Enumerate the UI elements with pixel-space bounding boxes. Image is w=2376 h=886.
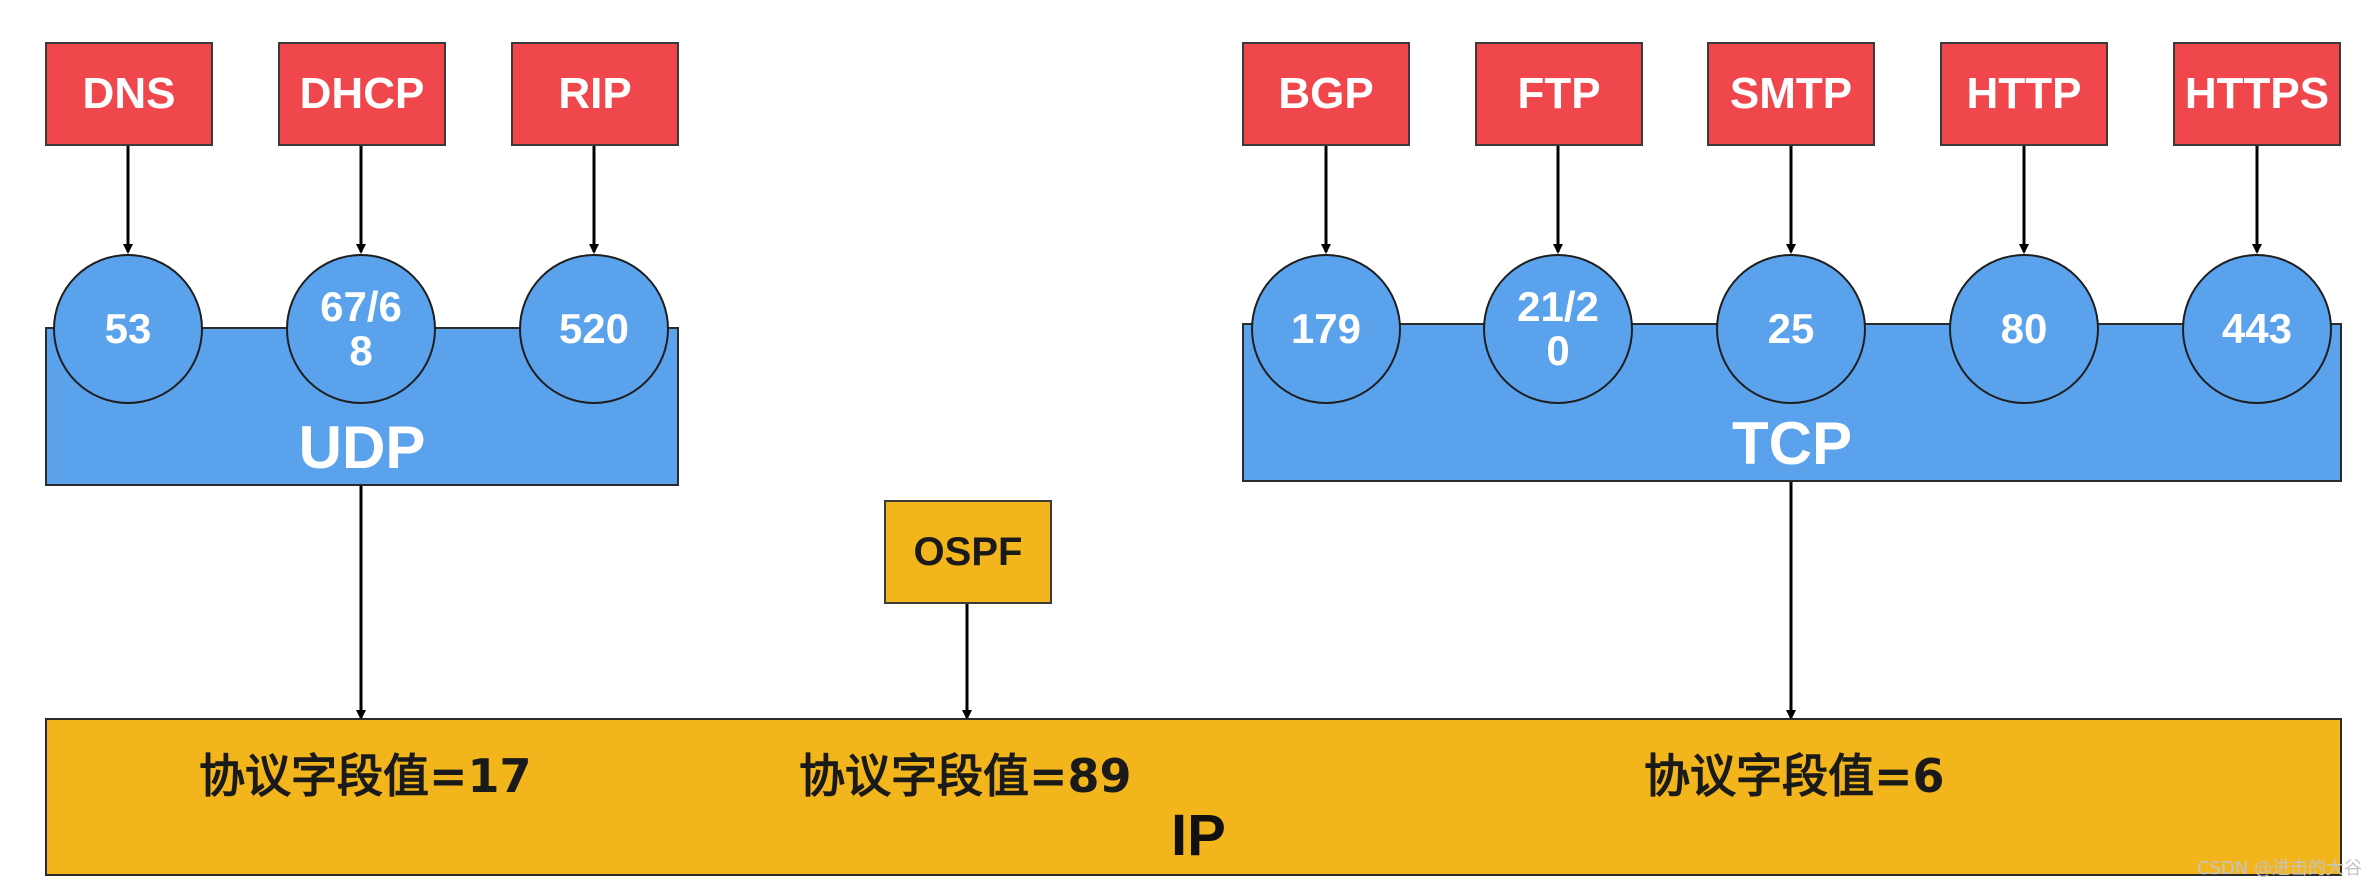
- app-box-dhcp: DHCP: [278, 42, 446, 146]
- app-box-https: HTTPS: [2173, 42, 2341, 146]
- ip-layer: 协议字段值=17 协议字段值=89 协议字段值=6 IP: [45, 718, 2342, 876]
- app-label-bgp: BGP: [1278, 69, 1374, 118]
- port-label-80: 80: [2000, 304, 2048, 352]
- ip-protocol-field-udp: 协议字段值=17: [199, 749, 532, 803]
- ospf-label: OSPF: [913, 529, 1023, 574]
- app-label-smtp: SMTP: [1729, 69, 1853, 118]
- port-circle-67-68: 67/68: [286, 254, 436, 404]
- port-circle-80: 80: [1949, 254, 2099, 404]
- app-label-ftp: FTP: [1517, 69, 1601, 118]
- watermark: CSDN @进击的大谷: [2196, 858, 2362, 879]
- port-label-179: 179: [1290, 304, 1362, 352]
- app-label-dhcp: DHCP: [299, 69, 425, 118]
- udp-label: UDP: [298, 414, 426, 481]
- app-box-dns: DNS: [45, 42, 213, 146]
- port-circle-21-20: 21/20: [1483, 254, 1633, 404]
- port-label-67-68: 67/68: [320, 282, 402, 374]
- ip-label: IP: [1171, 803, 1226, 868]
- ospf-box: OSPF: [884, 500, 1052, 604]
- app-box-ftp: FTP: [1475, 42, 1643, 146]
- port-label-520: 520: [558, 304, 630, 352]
- port-circle-179: 179: [1251, 254, 1401, 404]
- port-label-443: 443: [2221, 304, 2293, 352]
- app-box-rip: RIP: [511, 42, 679, 146]
- app-box-smtp: SMTP: [1707, 42, 1875, 146]
- port-label-53: 53: [104, 304, 152, 352]
- port-label-25: 25: [1767, 304, 1815, 352]
- tcp-label: TCP: [1732, 410, 1852, 477]
- port-circle-53: 53: [53, 254, 203, 404]
- port-circle-25: 25: [1716, 254, 1866, 404]
- port-circle-520: 520: [519, 254, 669, 404]
- app-label-dns: DNS: [82, 69, 176, 118]
- ip-protocol-field-ospf: 协议字段值=89: [799, 749, 1132, 803]
- ip-protocol-field-tcp: 协议字段值=6: [1644, 749, 1945, 803]
- app-box-http: HTTP: [1940, 42, 2108, 146]
- app-label-http: HTTP: [1966, 69, 2082, 118]
- app-box-bgp: BGP: [1242, 42, 1410, 146]
- app-label-rip: RIP: [558, 69, 632, 118]
- port-circle-443: 443: [2182, 254, 2332, 404]
- app-label-https: HTTPS: [2184, 69, 2330, 118]
- port-label-21-20: 21/20: [1517, 282, 1599, 374]
